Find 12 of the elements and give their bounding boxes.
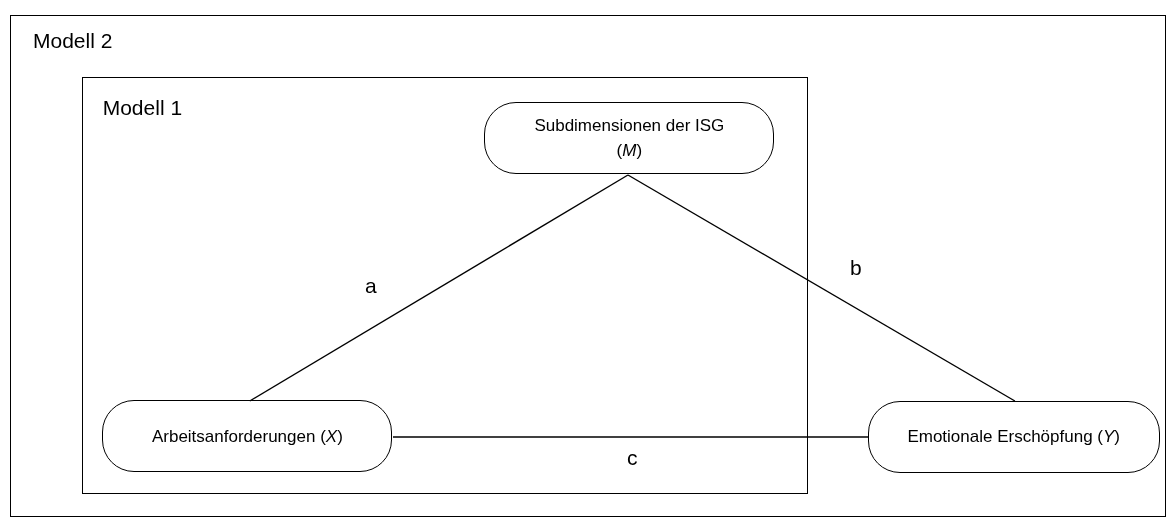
connector-line (249, 174, 629, 402)
group-title: Modell 1 (102, 95, 183, 120)
rounded-box (102, 400, 393, 473)
rounded-box (867, 400, 1160, 473)
group-box (10, 15, 1166, 517)
connector-line (627, 174, 1016, 402)
node-label: Emotionale Erschöpfung (Y) (906, 425, 1121, 448)
node-label: Arbeitsanforderungen (X) (150, 425, 344, 448)
rounded-box (484, 102, 775, 175)
connector-line (392, 436, 869, 438)
group-title: Modell 2 (33, 29, 113, 53)
node-label: Subdimensionen der ISG (M) (533, 114, 726, 163)
